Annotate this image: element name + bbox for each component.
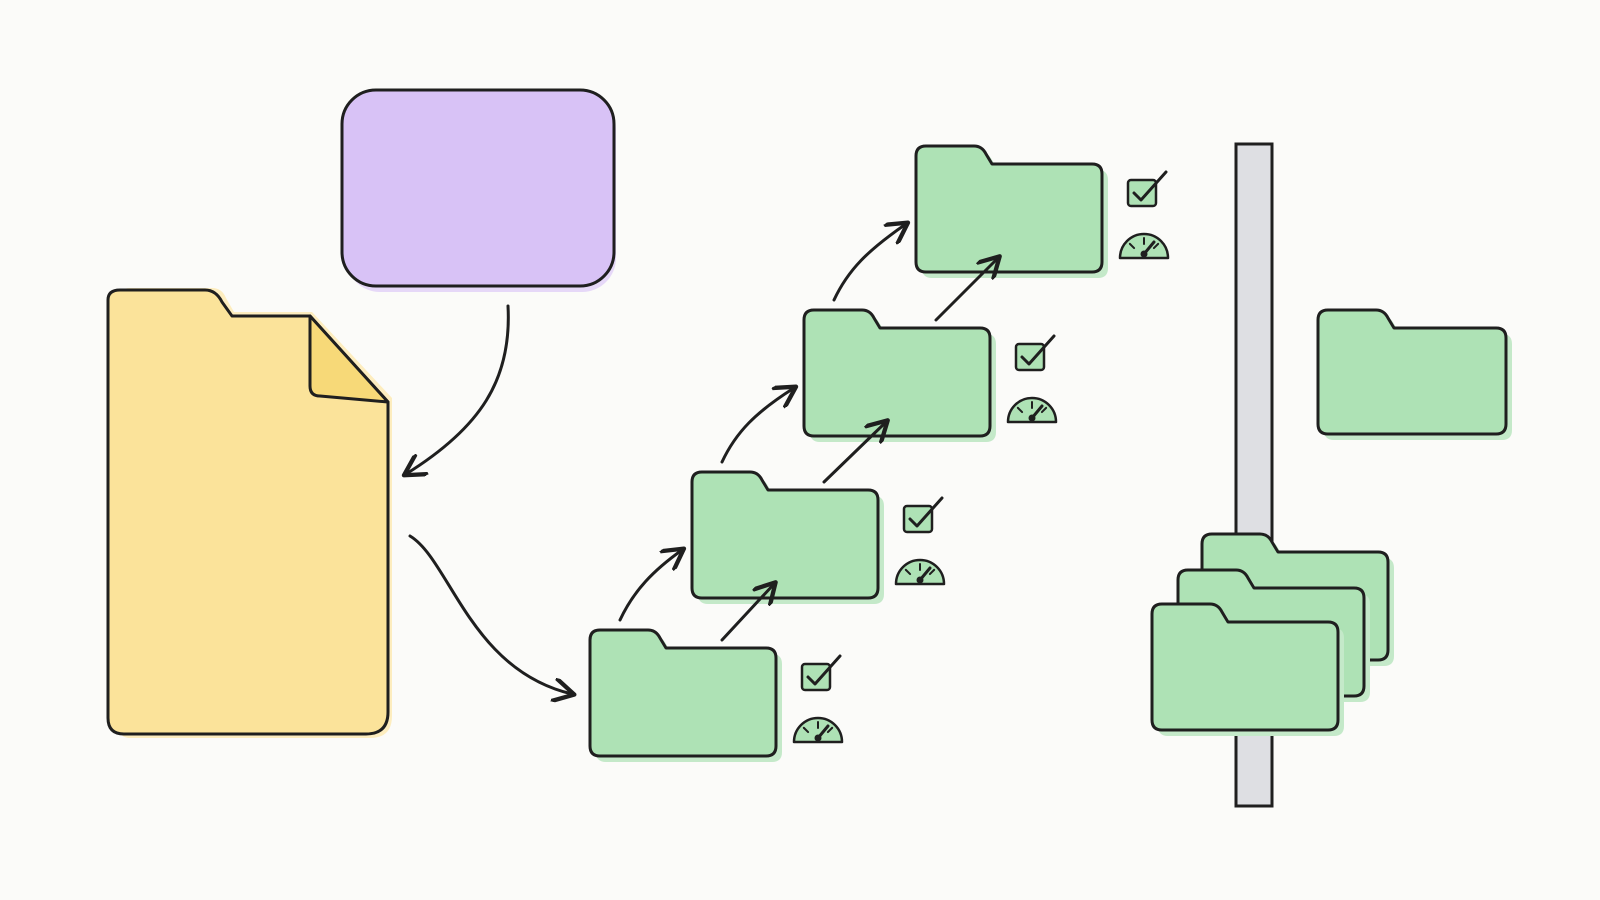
arrow-curved-stage-1	[618, 550, 682, 622]
checkbox-checked-icon	[902, 496, 944, 534]
arrow-document-to-stage-1	[408, 534, 572, 694]
checkbox-checked-icon	[800, 654, 842, 692]
pipeline-folder-1	[588, 628, 782, 762]
checkbox-checked-icon	[1126, 170, 1168, 208]
pipeline-folder-2	[690, 470, 884, 604]
gauge-hub	[1140, 250, 1148, 258]
folder-icon	[588, 628, 778, 758]
gauge-tick	[802, 726, 810, 734]
folder-icon	[802, 308, 992, 438]
arrow-straight-stage-1	[720, 584, 774, 642]
speedometer-gauge-icon	[1118, 232, 1170, 260]
isolated-folder	[1316, 308, 1512, 440]
speedometer-gauge-icon	[1006, 396, 1058, 424]
gauge-tick	[1016, 406, 1024, 414]
checkbox-box	[1126, 178, 1158, 208]
check-mark	[806, 654, 842, 686]
gauge-dial	[894, 558, 946, 586]
gauge-dial	[792, 716, 844, 744]
arrow-source-to-document	[406, 304, 510, 474]
source-box	[340, 88, 616, 292]
speedometer-gauge-icon	[792, 716, 844, 744]
check-mark	[908, 496, 944, 528]
arrow-straight-stage-3	[934, 258, 998, 322]
gauge-dial	[1118, 232, 1170, 260]
gauge-tick	[904, 568, 912, 576]
gauge-hub	[1028, 414, 1036, 422]
checkbox-box	[1014, 342, 1046, 372]
gauge-dial	[1006, 396, 1058, 424]
check-mark	[1020, 334, 1056, 366]
gauge-tick	[1152, 242, 1160, 250]
folder-icon	[690, 470, 880, 600]
gauge-tick	[826, 726, 834, 734]
checkbox-box	[800, 662, 832, 692]
isolated-folder-1	[1316, 308, 1512, 440]
folder-icon	[914, 144, 1104, 274]
folder-icon	[1316, 308, 1508, 436]
gauge-tick	[928, 568, 936, 576]
checkbox-checked-icon	[1014, 334, 1056, 372]
pipeline-folder-3	[802, 308, 996, 442]
document-icon	[106, 288, 392, 738]
stacked-folders	[1150, 532, 1394, 736]
gauge-tick	[1040, 406, 1048, 414]
speedometer-gauge-icon	[894, 558, 946, 586]
pipeline-folder-4	[914, 144, 1108, 278]
document-fold	[308, 314, 390, 404]
check-mark	[1132, 170, 1168, 202]
gauge-tick	[1128, 242, 1136, 250]
gauge-hub	[916, 576, 924, 584]
gauge-hub	[814, 734, 822, 742]
arrow-straight-stage-2	[822, 422, 886, 484]
arrow-curved-stage-3	[832, 224, 906, 302]
checkbox-box	[902, 504, 934, 534]
stacked-folder-3	[1150, 602, 1344, 736]
pipeline-stages	[588, 144, 1170, 762]
arrow-curved-stage-2	[720, 388, 794, 464]
folder-icon	[1150, 602, 1340, 732]
source-box-body	[340, 88, 616, 288]
